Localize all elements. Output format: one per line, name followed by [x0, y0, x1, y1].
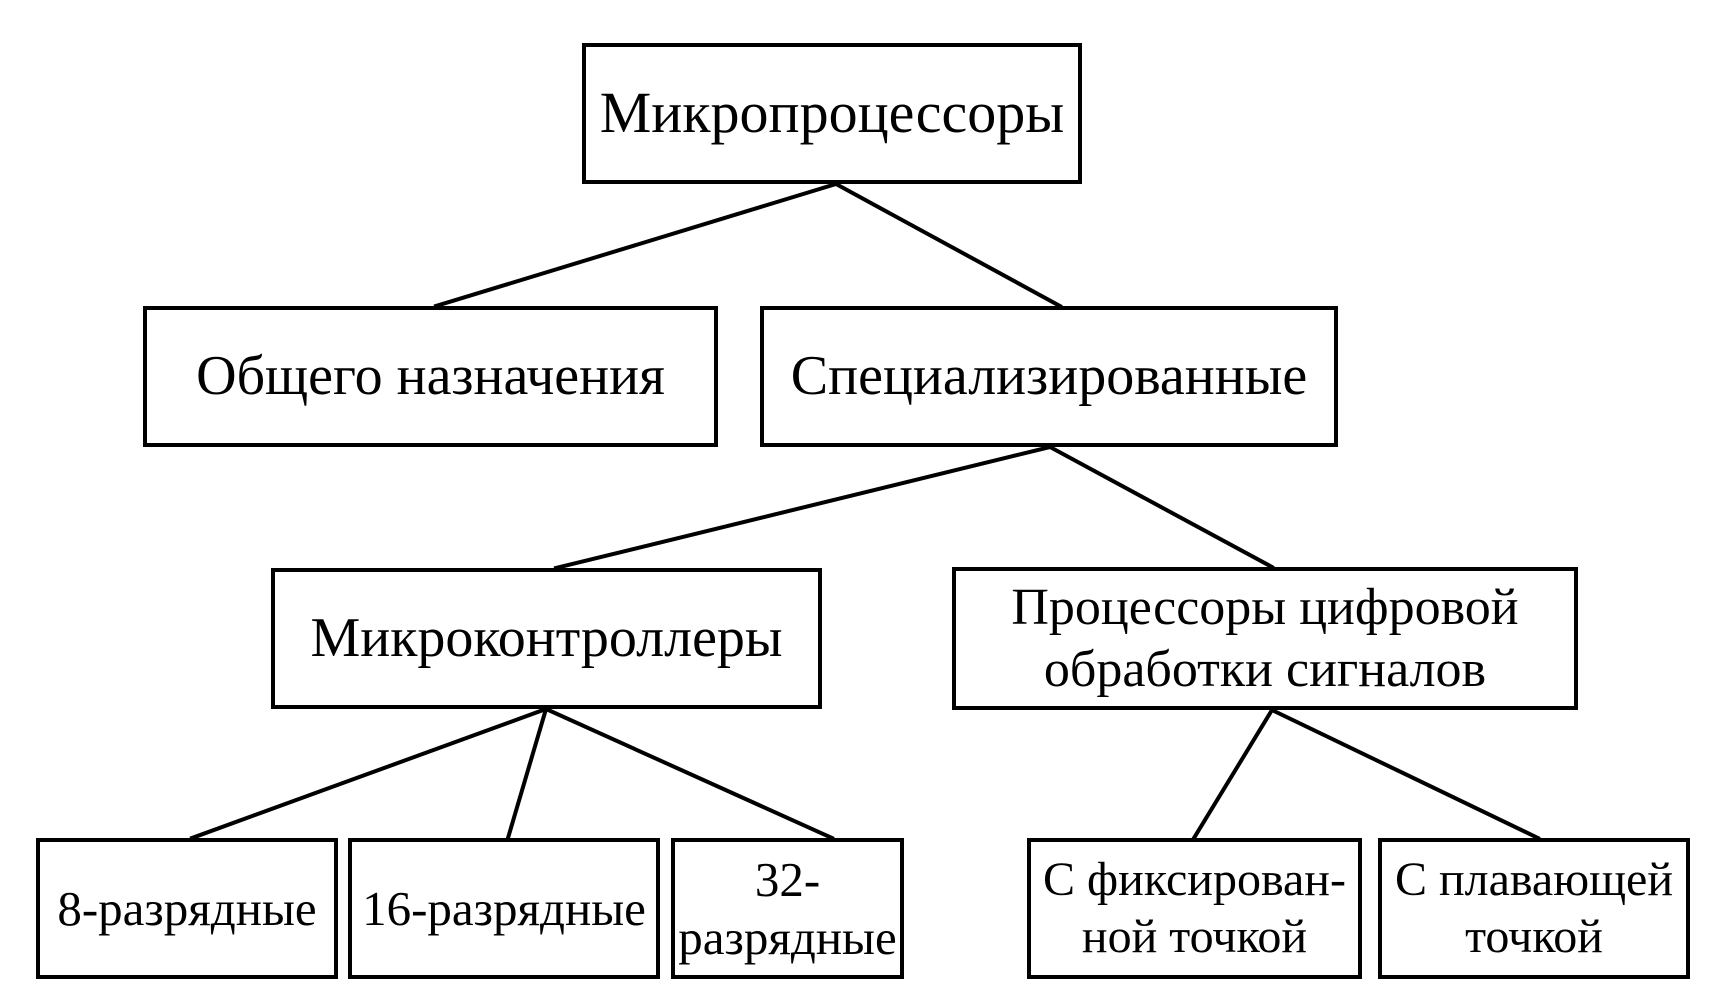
edge-mcu-to-bit16 [505, 706, 549, 841]
node-spetsializirovannye: Специализированные [760, 306, 1338, 447]
node-16-razryadnye: 16-разрядные [348, 838, 660, 979]
node-s-plavayushchey-tochkoy: С плавающей точкой [1378, 838, 1690, 979]
edge-specialized-to-mcu [553, 444, 1053, 571]
edge-mcu-to-bit8 [189, 706, 549, 841]
node-s-fiksirovannoy-tochkoy: С фиксирован- ной точкой [1027, 838, 1362, 979]
node-8-razryadnye: 8-разрядные [36, 838, 338, 979]
edge-root-to-general [433, 181, 839, 309]
node-32-razryadnye: 32-разрядные [671, 838, 904, 979]
edge-dsp-to-float [1269, 707, 1541, 841]
edge-specialized-to-dsp [1047, 444, 1275, 570]
node-obshchego-naznacheniya: Общего назначения [143, 306, 718, 447]
edge-mcu-to-bit32 [543, 706, 835, 841]
edge-root-to-specialized [833, 181, 1063, 309]
edge-dsp-to-fixed [1191, 707, 1275, 841]
node-mikroprotsessory: Микропроцессоры [582, 43, 1082, 184]
node-mikrokontrollery: Микроконтроллеры [271, 568, 822, 709]
node-protsessory-tsifrovoy-obrabotki-signalov: Процессоры цифровой обработки сигналов [952, 567, 1578, 710]
